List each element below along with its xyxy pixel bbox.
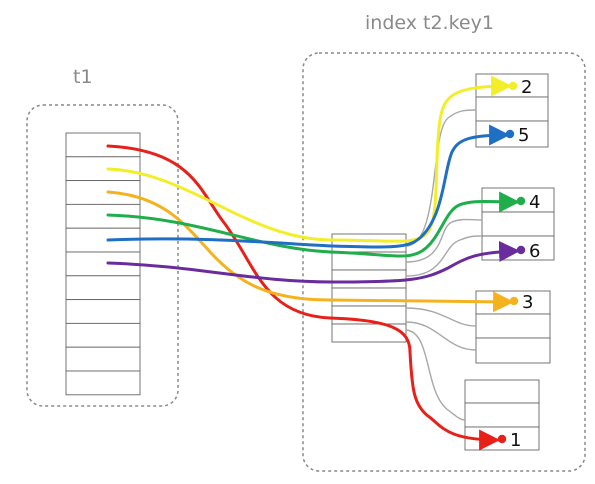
index-node-entry — [331, 323, 407, 343]
unused-pointer-curve — [405, 307, 477, 327]
endpoint-dot — [508, 81, 518, 91]
table-row — [65, 299, 141, 324]
index-leaf-entry — [481, 211, 555, 237]
table-row — [65, 180, 141, 205]
index-value-label: 1 — [510, 430, 521, 451]
index-value-label: 5 — [518, 125, 529, 146]
endpoint-dot — [509, 296, 519, 306]
table-row — [65, 322, 141, 348]
index-node-entry — [331, 233, 407, 253]
lookup-path-blue — [106, 124, 511, 249]
lookup-path-orange — [106, 190, 515, 313]
index-leaf-entry — [464, 402, 540, 428]
unused-pointer-curve — [405, 109, 477, 247]
lookup-paths — [106, 75, 521, 451]
lookup-path-green — [106, 191, 521, 258]
endpoint-dot — [497, 434, 507, 444]
index-label: index t2.key1 — [365, 12, 494, 34]
index-leaf-entry — [475, 337, 551, 364]
endpoint-dot — [505, 129, 515, 139]
index-internal-node — [331, 233, 407, 343]
index-value-label: 3 — [522, 292, 533, 313]
endpoint-dot — [516, 245, 526, 255]
table-label: t1 — [73, 66, 93, 88]
table-row — [65, 132, 141, 158]
index-value-label: 2 — [521, 77, 532, 98]
index-value-label: 6 — [529, 241, 540, 262]
index-leaf-entry — [475, 96, 549, 122]
index-node-entry — [331, 269, 407, 289]
unused-pointers — [405, 109, 483, 421]
table-row — [65, 346, 141, 372]
unused-pointer-curve — [405, 218, 483, 263]
table-row — [65, 370, 141, 396]
index-container — [302, 52, 586, 472]
index-leaf-entry — [475, 313, 551, 339]
lookup-path-purple — [106, 240, 521, 284]
endpoint-dot — [516, 196, 526, 206]
unused-pointer-curve — [405, 329, 466, 421]
index-endpoints: 2 5 4 6 3 1 — [497, 77, 540, 451]
index-node-entry — [331, 287, 407, 307]
index-leaf-entry — [464, 379, 540, 404]
table-row — [65, 156, 141, 182]
unused-pointer-curve — [405, 235, 483, 277]
index-value-label: 4 — [529, 192, 540, 213]
table-row — [65, 275, 141, 301]
table-t1-container — [26, 104, 179, 407]
unused-pointer-curve — [405, 321, 477, 351]
